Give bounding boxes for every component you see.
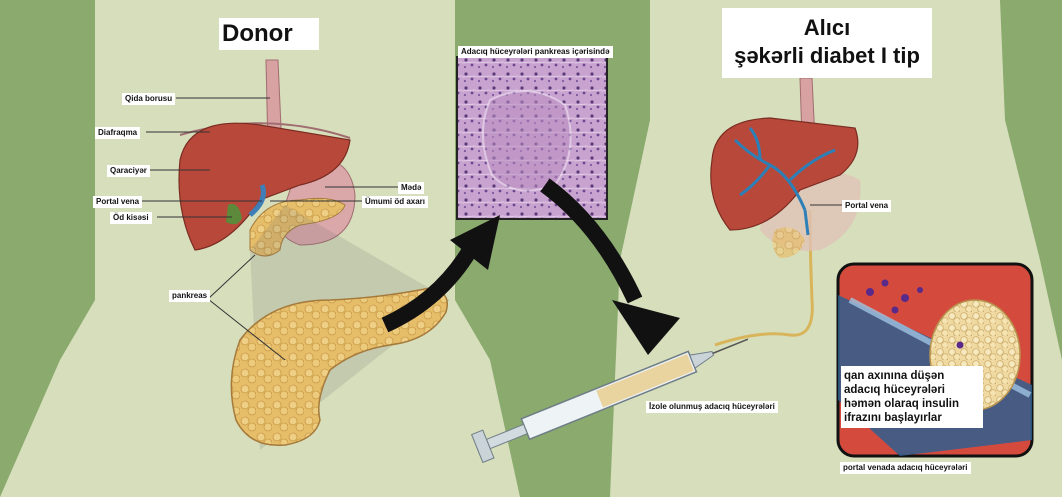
label-syringe: İzole olunmuş adacıq hüceyrələri [646, 401, 778, 413]
label-recipient-portal-vein: Portal vena [842, 200, 891, 212]
label-bile-duct: Ümumi öd axarı [362, 196, 428, 208]
recipient-title-line2: şəkərli diabet I tip [722, 42, 932, 70]
inset-caption-line3: həmən olaraq insulin [844, 397, 980, 411]
inset-caption-line2: adacıq hüceyrələri [844, 383, 980, 397]
label-esophagus: Qida borusu [122, 93, 175, 105]
label-portal-vein: Portal vena [93, 196, 142, 208]
label-stomach: Mədə [398, 182, 424, 194]
recipient-title-line1: Alıcı [722, 14, 932, 42]
label-liver: Qaraciyər [107, 165, 150, 177]
label-inset-bottom: portal venada adacıq hüceyrələri [840, 462, 971, 474]
label-diaphragm: Diafraqma [95, 127, 140, 139]
inset-caption-line1: qan axınına düşən [844, 369, 980, 383]
label-gallbladder: Öd kisəsi [110, 212, 152, 224]
donor-title: Donor [219, 18, 319, 50]
inset-caption-line4: ifrazını başlayırlar [844, 411, 980, 425]
recipient-title: Alıcı şəkərli diabet I tip [722, 8, 932, 78]
label-micrograph: Adacıq hüceyrələri pankreas içərisində [458, 46, 613, 58]
islet-cluster-outline [483, 91, 571, 191]
label-pancreas: pankreas [169, 290, 210, 302]
inset-caption: qan axınına düşən adacıq hüceyrələri həm… [841, 366, 983, 428]
